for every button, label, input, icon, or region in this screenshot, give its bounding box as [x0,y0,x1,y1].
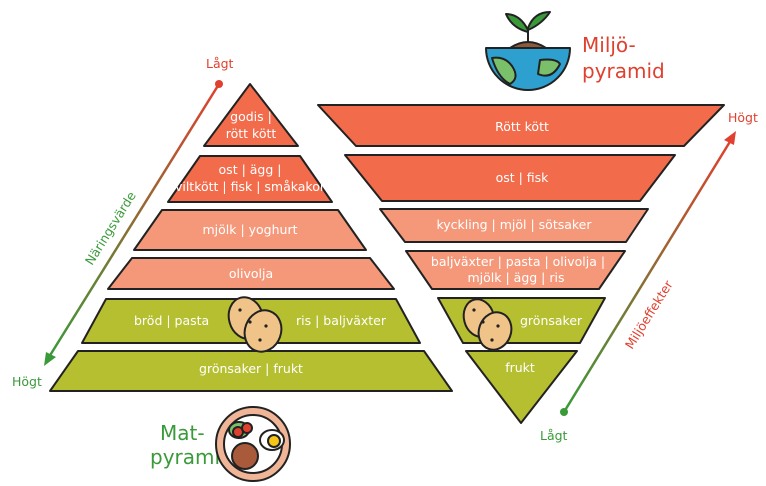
food-level-2 [167,155,333,203]
food-level-6-label: grönsaker | frukt [199,361,303,376]
food-pyramid-title-line1: Mat- [160,421,205,445]
food-level-1 [203,83,299,147]
environment-axis-low-label: Lågt [540,428,568,443]
env-level-1-label: Rött kött [495,119,549,134]
env-level-3-label: kyckling | mjöl | sötsaker [436,217,592,232]
food-level-1-line1: godis | [230,109,272,124]
env-level-5-label: grönsaker [520,313,583,328]
food-level-5-left: bröd | pasta [134,313,209,328]
environment-pyramid-title-line2: pyramid [582,59,665,83]
env-level-4-line1: baljväxter | pasta | olivolja | [431,254,605,269]
food-level-5-right: ris | baljväxter [296,313,387,328]
food-level-2-line1: ost | ägg | [219,162,282,177]
food-level-6 [49,350,453,392]
env-level-6-label: frukt [505,360,535,375]
potato-icon [227,296,283,353]
environment-axis [560,131,736,416]
env-level-4 [405,250,626,290]
environment-axis-high-label: Högt [728,110,758,125]
nutrition-axis-high-label: Högt [12,374,42,389]
food-level-1-line2: rött kött [226,126,277,141]
potato-icon [462,298,513,351]
env-level-6 [465,350,578,424]
env-level-1 [317,104,725,147]
earth-plant-icon [485,11,571,91]
food-level-3-label: mjölk | yoghurt [202,222,297,237]
env-level-4-line2: mjölk | ägg | ris [468,270,565,285]
environment-axis-label: Miljöeffekter [622,277,676,352]
nutrition-axis [44,80,223,366]
food-level-4 [107,257,395,290]
plate-icon [215,406,291,482]
env-level-2 [344,154,676,202]
food-level-2-line2: viltkött | fisk | småkakor [175,179,326,194]
food-level-4-label: olivolja [229,266,273,281]
env-level-2-label: ost | fisk [496,170,550,185]
env-level-3 [379,208,649,243]
environment-pyramid-title-line1: Miljö- [582,33,636,57]
nutrition-axis-low-label: Lågt [206,56,234,71]
food-level-3 [133,209,367,251]
